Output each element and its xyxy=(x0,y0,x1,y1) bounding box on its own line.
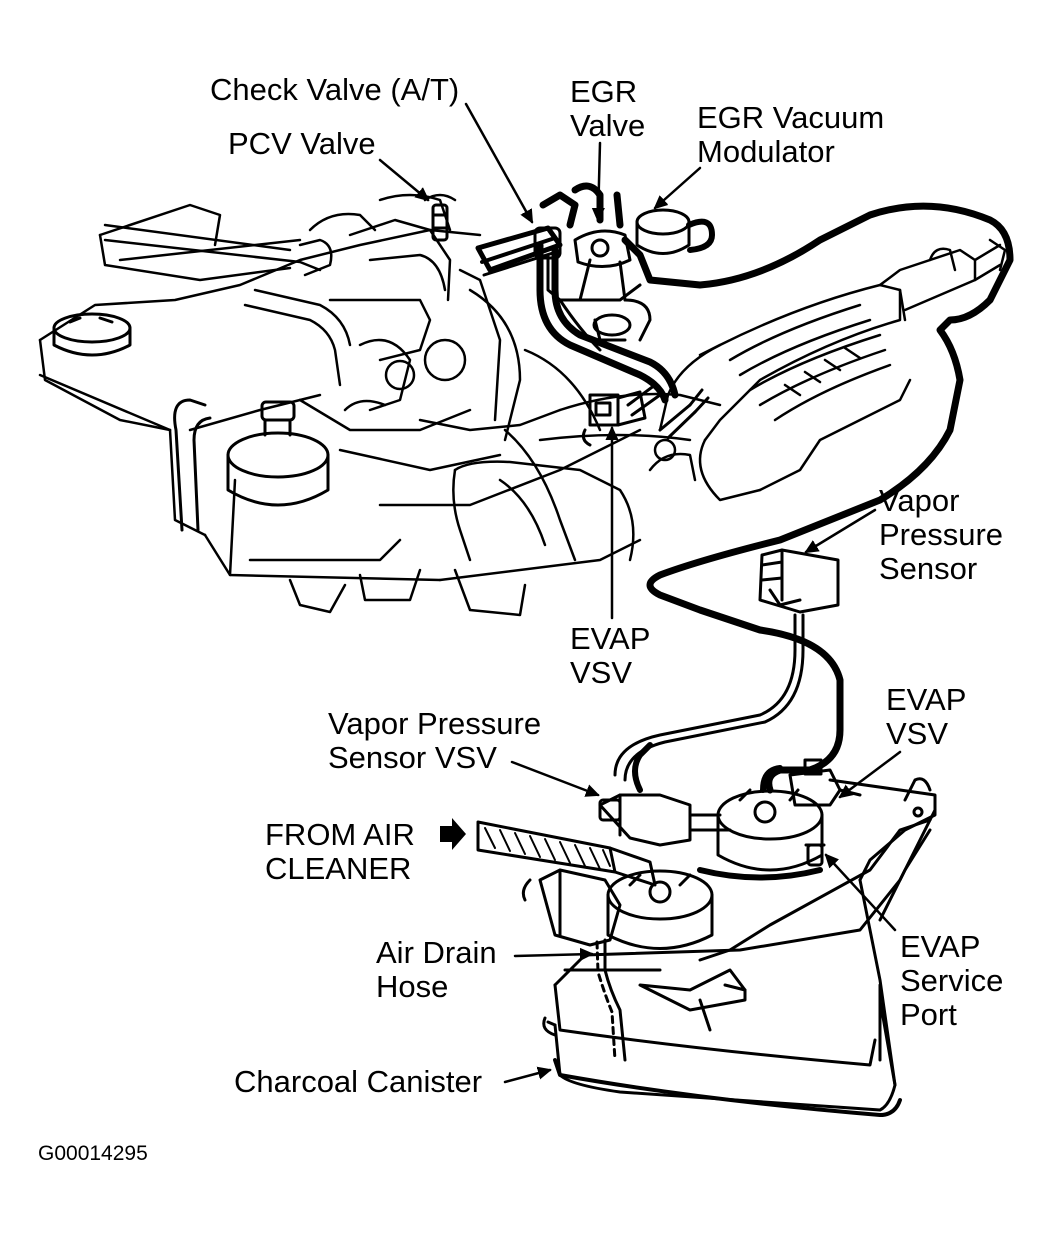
canister-dark-hoses xyxy=(632,742,823,881)
air-drain-hose-body xyxy=(521,868,627,1062)
vapor-pressure-sensor-body xyxy=(758,548,840,614)
evap-vsv-upper-body xyxy=(581,383,662,447)
evap-vsv-lower-label: EVAP VSV xyxy=(886,683,966,751)
from-air-cleaner-line-2: CLEANER xyxy=(265,851,412,886)
intake-plumbing xyxy=(243,193,602,562)
vapor-pressure-sensor-vsv-line-2: Sensor VSV xyxy=(328,740,497,775)
evap-service-port-label: EVAP Service Port xyxy=(900,930,1003,1032)
vapor-pressure-sensor-line-1: Vapor xyxy=(879,483,960,518)
upper-left-hose xyxy=(103,223,333,277)
evap-service-port-line-1: EVAP xyxy=(900,929,981,964)
pcv-valve-label: PCV Valve xyxy=(228,127,376,161)
charcoal-canister-label: Charcoal Canister xyxy=(234,1065,482,1099)
egr-valve-line-2: Valve xyxy=(570,108,646,143)
egr-vacuum-modulator-line-1: EGR Vacuum xyxy=(697,100,885,135)
evap-service-port-body xyxy=(804,843,826,867)
sensor-thin-hoses xyxy=(613,613,805,782)
fill-cap xyxy=(52,312,132,357)
oil-cap xyxy=(226,400,330,507)
check-valve-text: Check Valve (A/T) xyxy=(210,72,460,107)
air-drain-hose-label: Air Drain Hose xyxy=(376,936,497,1004)
egr-vacuum-modulator-body xyxy=(635,208,715,255)
charcoal-canister-body xyxy=(542,777,937,1117)
leader-lines xyxy=(378,102,902,1084)
air-cleaner-hose xyxy=(476,820,657,887)
from-air-cleaner-line-1: FROM AIR xyxy=(265,817,415,852)
o2-sensor xyxy=(658,388,710,440)
evap-vsv-upper-line-1: EVAP xyxy=(570,621,651,656)
air-drain-hose-line-1: Air Drain xyxy=(376,935,497,970)
check-valve-label: Check Valve (A/T) xyxy=(210,73,459,107)
intake-duct xyxy=(452,392,722,562)
vapor-pressure-sensor-line-2: Pressure xyxy=(879,517,1004,552)
egr-valve-label: EGR Valve xyxy=(570,75,645,143)
air-flow-arrow xyxy=(440,818,466,850)
pcv-valve-text: PCV Valve xyxy=(228,126,376,161)
hook-hose xyxy=(173,398,212,532)
egr-valve-line-1: EGR xyxy=(570,74,638,109)
vapor-pressure-sensor-vsv-line-1: Vapor Pressure xyxy=(328,706,542,741)
evap-vsv-lower-line-1: EVAP xyxy=(886,682,967,717)
from-air-cleaner-label: FROM AIR CLEANER xyxy=(265,818,415,886)
evap-service-port-line-3: Port xyxy=(900,997,957,1032)
evap-vsv-upper-line-2: VSV xyxy=(570,655,633,690)
catalytic-converter xyxy=(648,238,1007,502)
evap-vsv-lower-line-2: VSV xyxy=(886,716,949,751)
vapor-pressure-sensor-vsv-label: Vapor Pressure Sensor VSV xyxy=(328,707,541,775)
egr-valve-assembly xyxy=(475,225,652,352)
vapor-pressure-sensor-label: Vapor Pressure Sensor xyxy=(879,484,1003,586)
vapor-pressure-sensor-vsv-body xyxy=(598,793,732,847)
air-drain-hose-line-2: Hose xyxy=(376,969,449,1004)
egr-vacuum-modulator-line-2: Modulator xyxy=(697,134,835,169)
egr-vacuum-modulator-label: EGR Vacuum Modulator xyxy=(697,101,884,169)
figure-code: G00014295 xyxy=(38,1142,148,1165)
thick-vacuum-hoses xyxy=(536,182,1014,794)
charcoal-canister-text: Charcoal Canister xyxy=(234,1064,483,1099)
evap-service-port-line-2: Service xyxy=(900,963,1004,998)
evap-vsv-upper-label: EVAP VSV xyxy=(570,622,650,690)
vapor-pressure-sensor-line-3: Sensor xyxy=(879,551,978,586)
engine-block xyxy=(38,203,642,617)
